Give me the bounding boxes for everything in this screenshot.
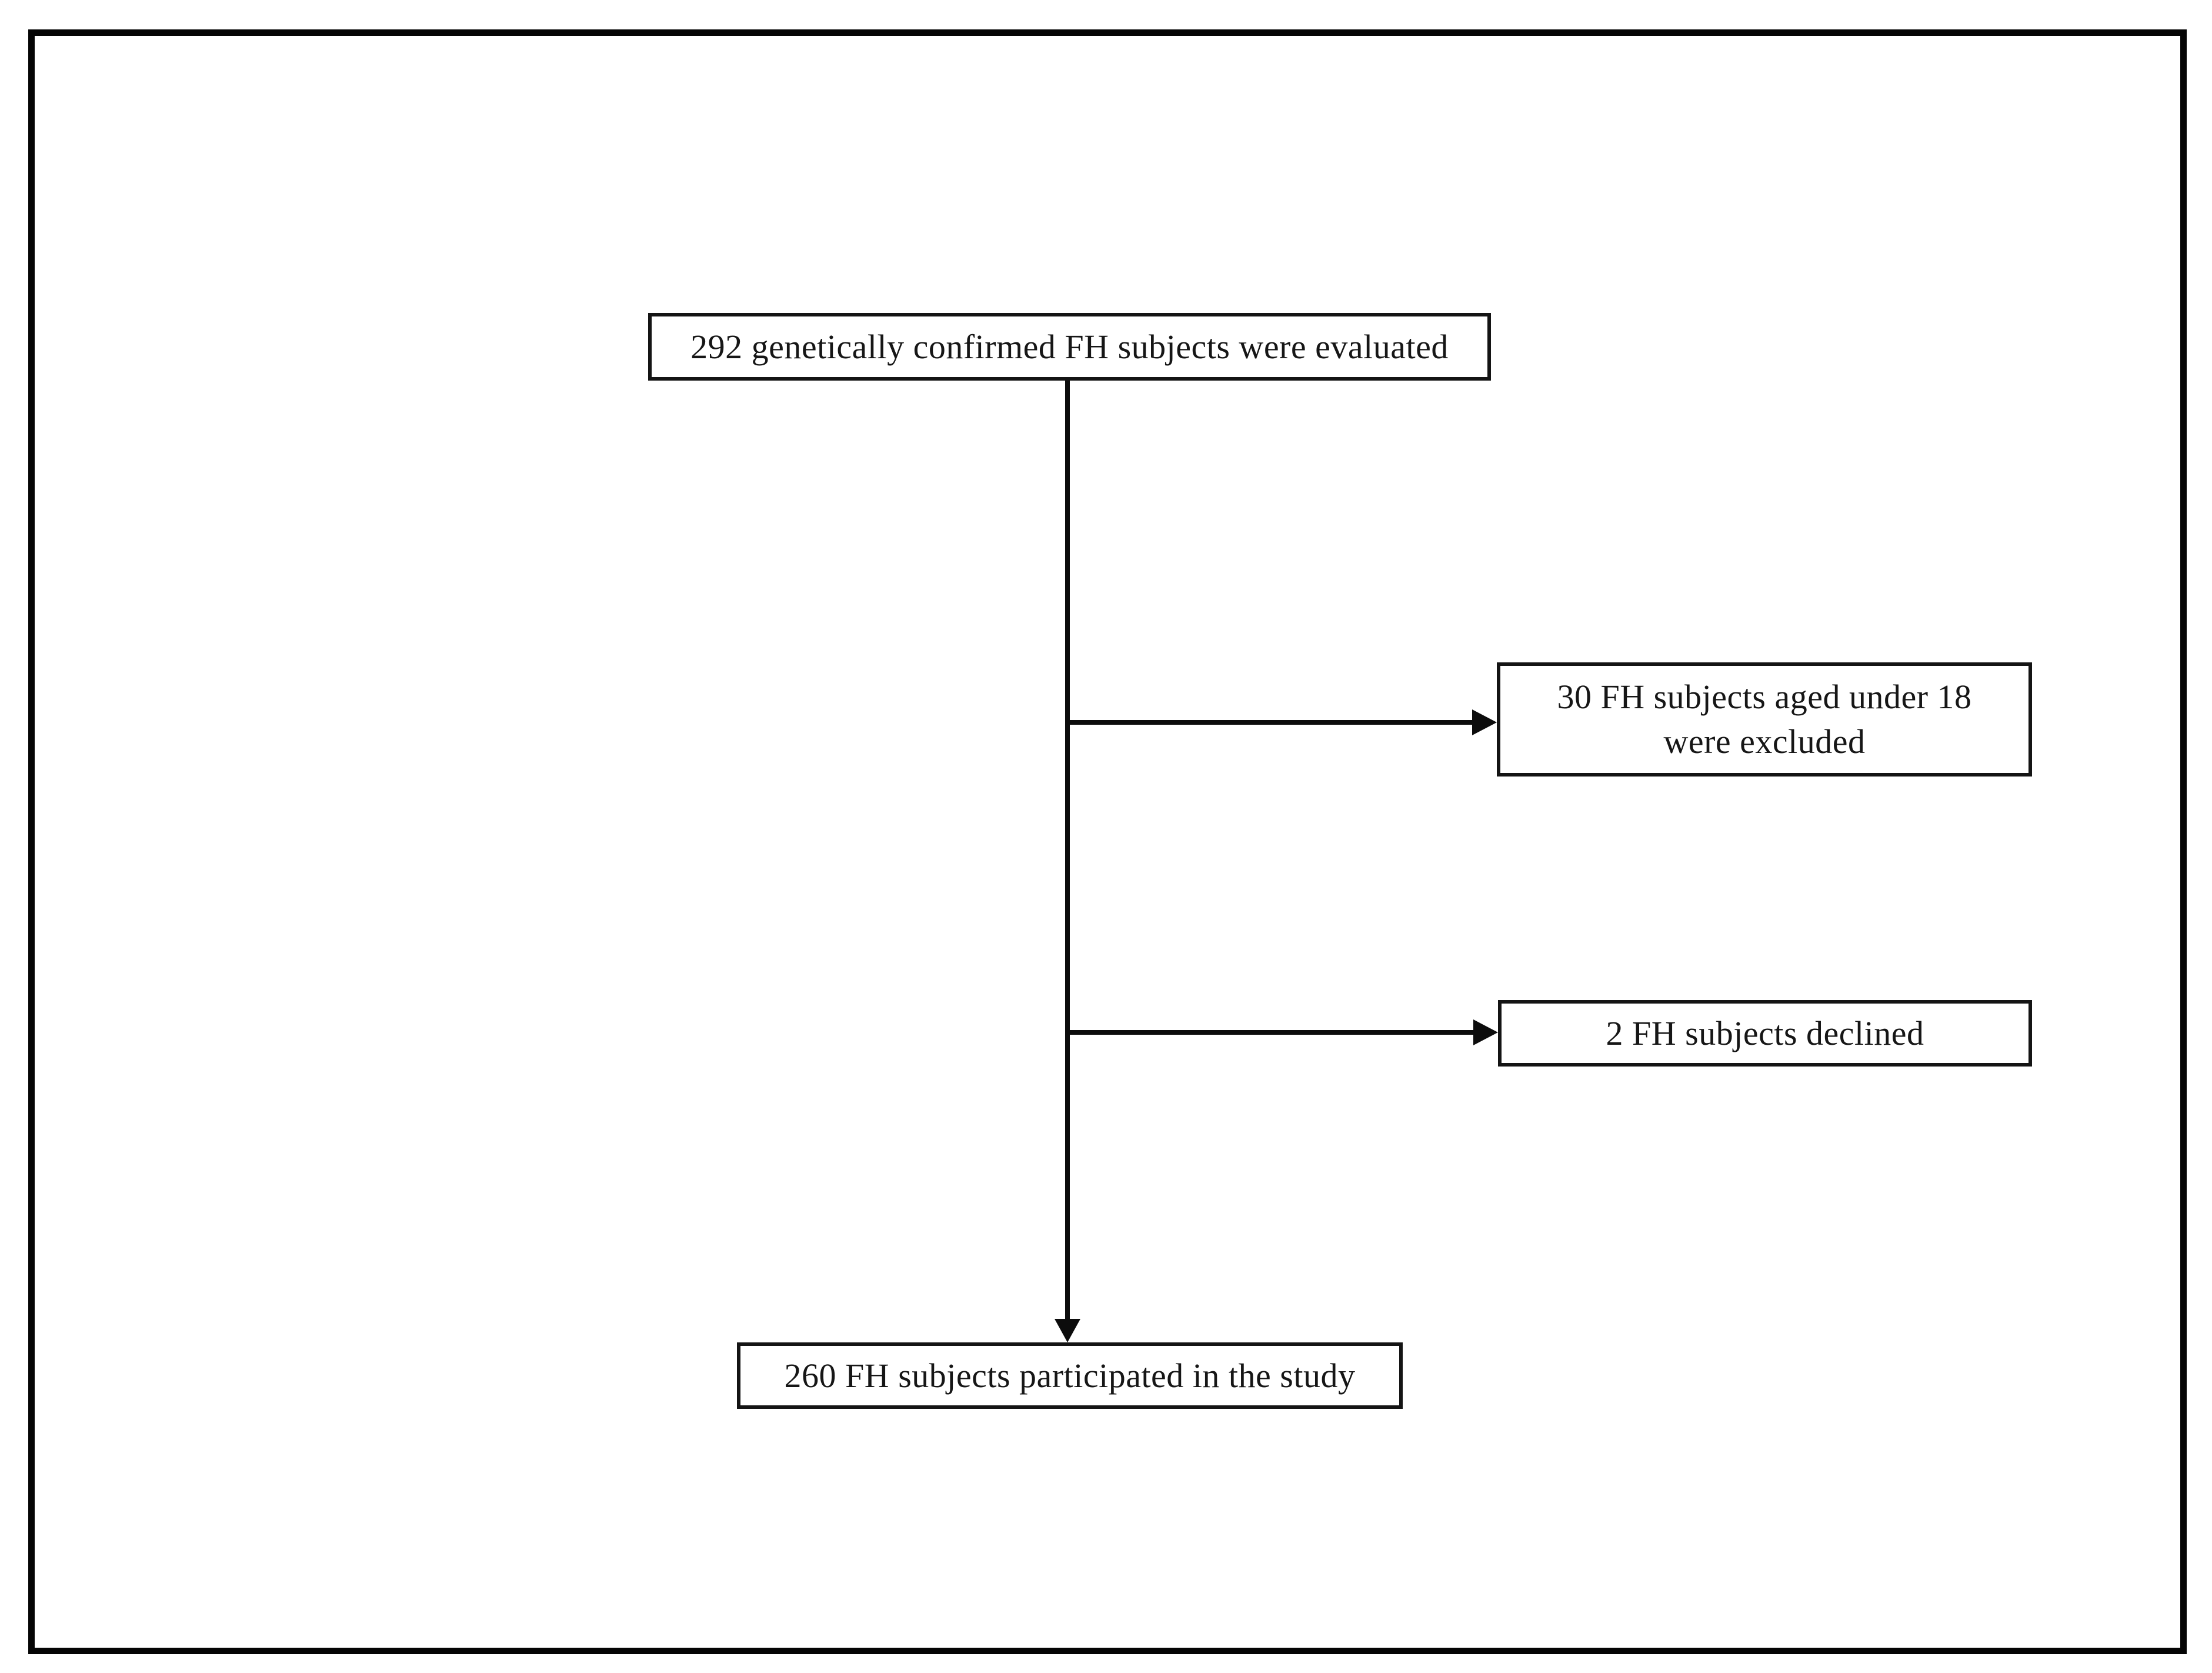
figure-outer-border xyxy=(28,29,2187,1654)
trunk-line xyxy=(1065,381,1070,1320)
box-declined: 2 FH subjects declined xyxy=(1498,1000,2032,1067)
arrowhead-right-declined-icon xyxy=(1473,1019,1498,1045)
box-participated: 260 FH subjects participated in the stud… xyxy=(737,1342,1403,1409)
box-excluded-label-line2: were excluded xyxy=(1663,722,1866,761)
box-declined-label: 2 FH subjects declined xyxy=(1606,1014,1924,1052)
arrowhead-right-excluded-icon xyxy=(1472,709,1497,735)
branch-line-declined xyxy=(1067,1030,1476,1035)
branch-line-excluded xyxy=(1067,720,1474,725)
box-excluded-label-line1: 30 FH subjects aged under 18 xyxy=(1557,678,1972,716)
box-evaluated-label: 292 genetically confirmed FH subjects we… xyxy=(690,327,1449,366)
box-excluded: 30 FH subjects aged under 18 were exclud… xyxy=(1497,662,2032,776)
arrowhead-down-icon xyxy=(1055,1319,1080,1342)
box-evaluated: 292 genetically confirmed FH subjects we… xyxy=(648,313,1491,381)
box-participated-label: 260 FH subjects participated in the stud… xyxy=(784,1356,1356,1395)
